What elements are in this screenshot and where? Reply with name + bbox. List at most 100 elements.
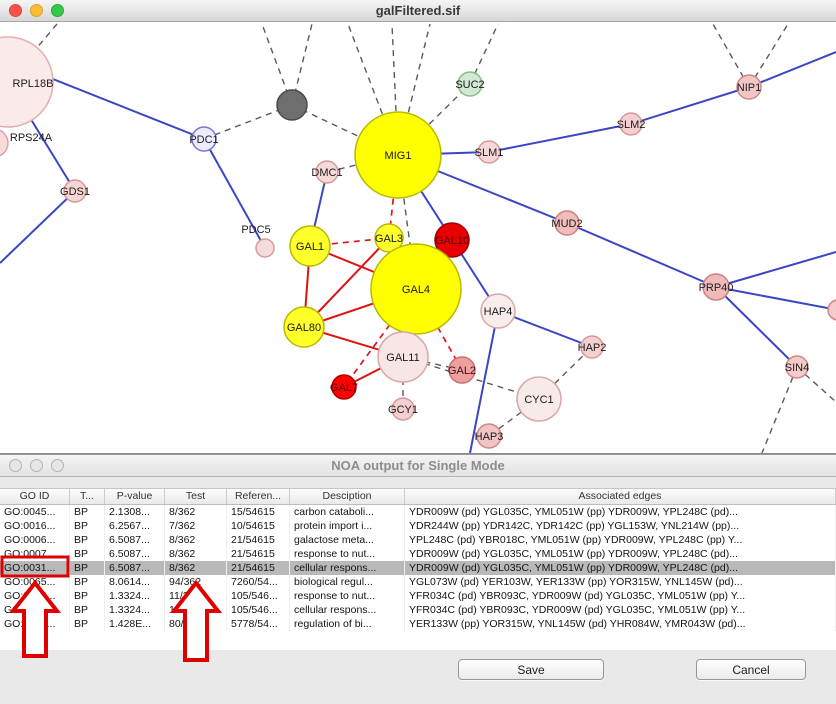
node-SLM2[interactable] bbox=[619, 112, 643, 136]
node-HAP2[interactable] bbox=[580, 335, 604, 359]
table-row-GO:0031...[interactable]: GO:0031...BP6.5087...8/36221/54615cellul… bbox=[0, 561, 836, 575]
zoom-button[interactable] bbox=[51, 4, 64, 17]
node-label-GAL3: GAL3 bbox=[375, 233, 403, 245]
cell-type: BP bbox=[70, 519, 105, 533]
cell-pvalue: 6.5087... bbox=[105, 547, 165, 561]
table-row-GO:0065...[interactable]: GO:0065...BP8.0614...94/3627260/54...bio… bbox=[0, 575, 836, 589]
column-header-pvalue[interactable]: P-value bbox=[105, 489, 165, 504]
edge-gal4-gal7[interactable] bbox=[343, 288, 417, 388]
cancel-button[interactable]: Cancel bbox=[696, 659, 806, 680]
column-header-edges[interactable]: Associated edges bbox=[405, 489, 836, 504]
column-header-type[interactable]: T... bbox=[70, 489, 105, 504]
cell-pvalue: 1.3324... bbox=[105, 589, 165, 603]
node-label-MUD2: MUD2 bbox=[551, 218, 582, 230]
cell-edges: YDR009W (pd) YGL035C, YML051W (pp) YDR00… bbox=[405, 547, 836, 561]
node-HAP3[interactable] bbox=[476, 423, 502, 449]
network-window-titlebar[interactable]: galFiltered.sif bbox=[0, 0, 836, 22]
table-row-GO:0045...[interactable]: GO:0045...BP2.1308...8/36215/54615carbon… bbox=[0, 505, 836, 519]
table-row-GO:0031...[interactable]: GO:0031...BP1.3324...11/362105/546...cel… bbox=[0, 603, 836, 617]
edge-sin4-offscreen[interactable] bbox=[796, 366, 836, 403]
node-GAL4[interactable] bbox=[370, 243, 462, 335]
node-CYC1[interactable] bbox=[516, 376, 562, 422]
table-row-GO:0016...[interactable]: GO:0016...BP6.2567...7/36210/54615protei… bbox=[0, 519, 836, 533]
node-label-GAL10: GAL10 bbox=[435, 235, 469, 247]
cell-test: 94/362 bbox=[165, 575, 227, 589]
node-label-GAL4: GAL4 bbox=[402, 284, 430, 296]
node-GAL10[interactable] bbox=[434, 222, 470, 258]
node-HAP4[interactable] bbox=[480, 293, 516, 329]
cell-test: 80/362 bbox=[165, 617, 227, 631]
cell-description: response to nut... bbox=[290, 589, 405, 603]
cell-goid: GO:0031... bbox=[0, 561, 70, 575]
cell-goid: GO:0045... bbox=[0, 505, 70, 519]
cell-type: BP bbox=[70, 505, 105, 519]
edge-prp40-sin4[interactable] bbox=[715, 286, 798, 368]
cell-description: carbon cataboli... bbox=[290, 505, 405, 519]
node-GCY1[interactable] bbox=[391, 397, 415, 421]
node-GAL7[interactable] bbox=[331, 374, 357, 400]
table-row-GO:0006...[interactable]: GO:0006...BP1.3324...11/362105/546...res… bbox=[0, 589, 836, 603]
node-label-CYC1: CYC1 bbox=[524, 394, 553, 406]
node-SLM1[interactable] bbox=[477, 140, 501, 164]
column-header-test[interactable]: Test bbox=[165, 489, 227, 504]
edge-sin4-offscreen[interactable] bbox=[761, 366, 798, 454]
node-SUC2[interactable] bbox=[457, 71, 483, 97]
edge-gds1-offscreen[interactable] bbox=[0, 190, 76, 264]
node-RPS24A[interactable] bbox=[0, 129, 9, 157]
minimize-button[interactable] bbox=[30, 4, 43, 17]
node-MIG1[interactable] bbox=[354, 111, 442, 199]
node-gray1[interactable] bbox=[276, 89, 308, 121]
node-label-GAL1: GAL1 bbox=[296, 241, 324, 253]
close-button[interactable] bbox=[9, 4, 22, 17]
cell-edges: YER133W (pp) YOR315W, YNL145W (pd) YHR08… bbox=[405, 617, 836, 631]
cell-pvalue: 8.0614... bbox=[105, 575, 165, 589]
node-PDC1[interactable] bbox=[191, 126, 217, 152]
node-PRP40[interactable] bbox=[702, 273, 730, 301]
node-GAL11[interactable] bbox=[377, 331, 429, 383]
table-row-GO:0006...[interactable]: GO:0006...BP6.5087...8/36221/54615galact… bbox=[0, 533, 836, 547]
edge-slm1-slm2[interactable] bbox=[488, 123, 632, 153]
edge-nip1-offscreen[interactable] bbox=[748, 51, 836, 88]
cell-description: protein import i... bbox=[290, 519, 405, 533]
node-GAL3[interactable] bbox=[374, 223, 404, 253]
minimize-button[interactable] bbox=[30, 459, 43, 472]
cell-type: BP bbox=[70, 575, 105, 589]
edge-gray1-mig1[interactable] bbox=[291, 104, 399, 156]
column-header-goid[interactable]: GO ID bbox=[0, 489, 70, 504]
edge-prp40-edge_r[interactable] bbox=[715, 286, 836, 311]
cell-type: BP bbox=[70, 533, 105, 547]
noa-window-titlebar[interactable]: NOA output for Single Mode bbox=[0, 455, 836, 477]
node-DMC1[interactable] bbox=[315, 160, 339, 184]
node-RPL18B[interactable] bbox=[0, 36, 54, 128]
node-label-PDC5: PDC5 bbox=[241, 224, 270, 236]
table-row-GO:0050...[interactable]: GO:0050...BP1.428E...80/3625778/54...reg… bbox=[0, 617, 836, 631]
edge-slm2-nip1[interactable] bbox=[630, 86, 750, 125]
column-header-reference[interactable]: Referen... bbox=[227, 489, 290, 504]
cell-edges: YGL073W (pd) YER103W, YER133W (pp) YOR31… bbox=[405, 575, 836, 589]
node-SIN4[interactable] bbox=[785, 355, 809, 379]
column-header-description[interactable]: Desciption bbox=[290, 489, 405, 504]
node-GAL1[interactable] bbox=[289, 225, 331, 267]
node-GAL80[interactable] bbox=[283, 306, 325, 348]
zoom-button[interactable] bbox=[51, 459, 64, 472]
network-canvas[interactable]: RPL18BRPS24AGDS1PDC1DMC1MIG1SUC2SLM1SLM2… bbox=[0, 0, 836, 454]
cell-type: BP bbox=[70, 561, 105, 575]
node-GDS1[interactable] bbox=[63, 179, 87, 203]
edge-hap4-offscreen[interactable] bbox=[469, 310, 499, 454]
save-button[interactable]: Save bbox=[458, 659, 604, 680]
table-row-GO:0007...[interactable]: GO:0007...BP6.5087...8/36221/54615respon… bbox=[0, 547, 836, 561]
node-label-SLM2: SLM2 bbox=[617, 119, 646, 131]
edge-pdc1-pdc5[interactable] bbox=[203, 138, 266, 249]
node-NIP1[interactable] bbox=[736, 74, 762, 100]
close-button[interactable] bbox=[9, 459, 22, 472]
node-GAL2[interactable] bbox=[448, 356, 476, 384]
node-edge_r[interactable] bbox=[827, 299, 836, 321]
edge-mud2-prp40[interactable] bbox=[566, 222, 717, 288]
cell-test: 11/362 bbox=[165, 603, 227, 617]
cell-test: 7/362 bbox=[165, 519, 227, 533]
edge-prp40-offscreen[interactable] bbox=[715, 251, 836, 288]
node-MUD2[interactable] bbox=[554, 210, 580, 236]
cell-edges: YFR034C (pd) YBR093C, YDR009W (pd) YGL03… bbox=[405, 603, 836, 617]
node-PDC5[interactable] bbox=[255, 238, 275, 258]
node-label-SLM1: SLM1 bbox=[475, 147, 504, 159]
